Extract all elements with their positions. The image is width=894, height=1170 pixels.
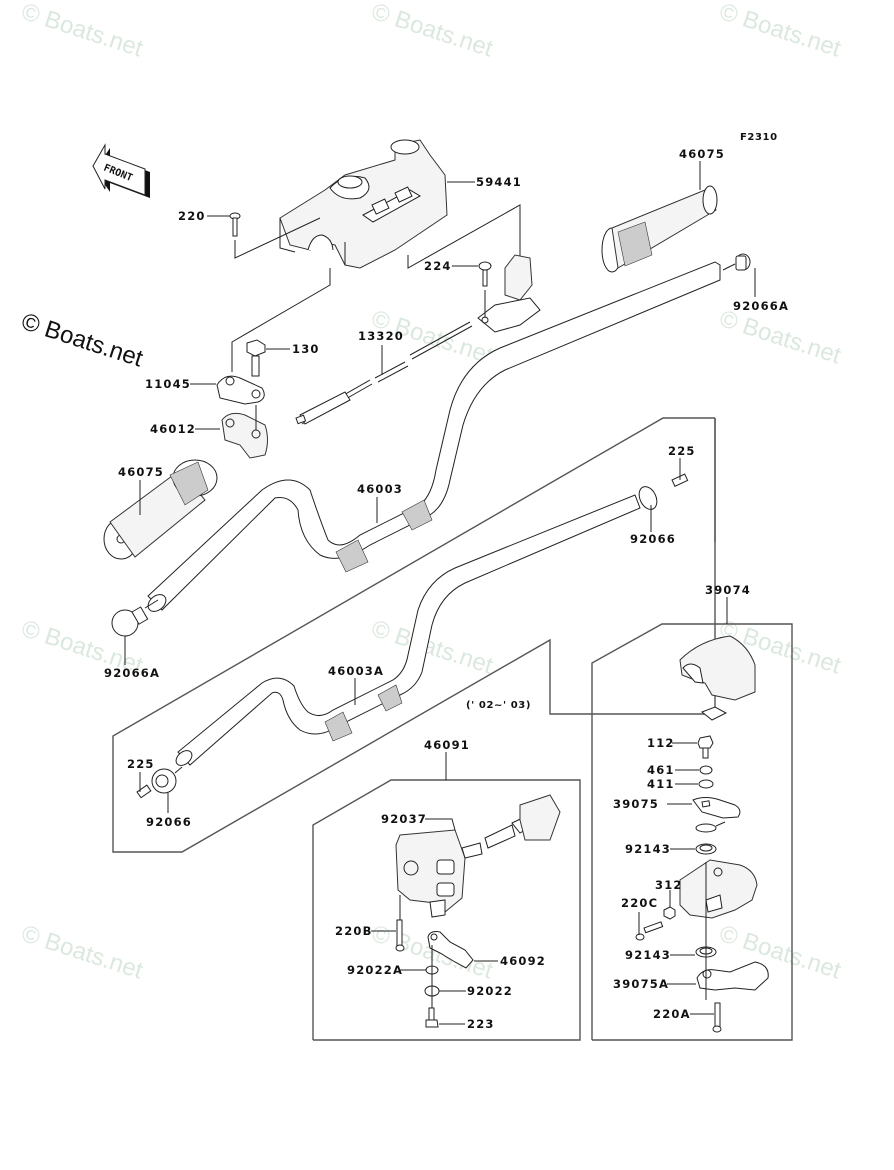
screw-225-upper[interactable] — [671, 473, 689, 488]
part-label-223[interactable]: 223 — [467, 1017, 495, 1031]
screw-220B[interactable] — [395, 919, 405, 952]
plug-right-part[interactable] — [735, 253, 751, 271]
part-label-225-lower[interactable]: 225 — [127, 757, 155, 771]
washer-411[interactable] — [698, 779, 714, 789]
spring-part[interactable] — [695, 821, 726, 833]
part-label-220B[interactable]: 220B — [335, 924, 373, 938]
clip-part[interactable] — [701, 706, 728, 721]
weight-92066-upper[interactable] — [636, 484, 661, 513]
part-label-130[interactable]: 130 — [292, 342, 320, 356]
part-label-92022[interactable]: 92022 — [467, 984, 513, 998]
watermark: © Boats.net — [716, 305, 844, 370]
part-label-46012[interactable]: 46012 — [150, 422, 196, 436]
watermark: © Boats.net — [18, 0, 146, 63]
holder-46012[interactable] — [221, 412, 268, 459]
bolt-223[interactable] — [425, 1007, 439, 1028]
part-label-92022A[interactable]: 92022A — [347, 963, 403, 977]
handlebar-46003A[interactable] — [173, 494, 641, 768]
part-label-92066A-left[interactable]: 92066A — [104, 666, 160, 680]
lever-46092[interactable] — [427, 931, 474, 969]
part-label-46075-right[interactable]: 46075 — [679, 147, 725, 161]
knurl-band — [324, 684, 403, 742]
part-label-92066-lower[interactable]: 92066 — [146, 815, 192, 829]
alt-handlebar-box — [112, 417, 716, 853]
part-label-46003A[interactable]: 46003A — [328, 664, 384, 678]
part-label-220[interactable]: 220 — [178, 209, 206, 223]
lever-39075[interactable] — [692, 797, 741, 819]
nut-312[interactable] — [663, 906, 676, 920]
part-label-92143-upper[interactable]: 92143 — [625, 842, 671, 856]
screw-220[interactable] — [229, 212, 241, 237]
part-label-39074[interactable]: 39074 — [705, 583, 751, 597]
grip-right-part[interactable] — [601, 185, 718, 273]
plate-11045[interactable] — [216, 375, 265, 405]
watermark: © Boats.net — [368, 0, 496, 63]
part-label-220C[interactable]: 220C — [621, 896, 658, 910]
bolt-112[interactable] — [697, 735, 714, 759]
watermark: © Boats.net — [18, 920, 146, 985]
assembly-line — [407, 204, 521, 269]
part-label-461[interactable]: 461 — [647, 763, 675, 777]
part-label-39075A[interactable]: 39075A — [613, 977, 669, 991]
part-label-92143-lower[interactable]: 92143 — [625, 948, 671, 962]
assembly-line — [234, 217, 321, 259]
knurl-band — [335, 499, 433, 573]
watermark: © Boats.net — [716, 0, 844, 63]
screw-220C[interactable] — [635, 921, 664, 941]
part-label-11045[interactable]: 11045 — [145, 377, 191, 391]
lever-39075A[interactable] — [696, 961, 769, 991]
front-arrow-icon: FRONT — [92, 143, 150, 198]
assembly-line — [144, 599, 159, 609]
part-label-59441[interactable]: 59441 — [476, 175, 522, 189]
part-label-92037[interactable]: 92037 — [381, 812, 427, 826]
switch-housing-part[interactable] — [395, 794, 561, 918]
part-label-224[interactable]: 224 — [424, 259, 452, 273]
cover-part[interactable] — [279, 139, 448, 269]
spring-92143-upper[interactable] — [695, 843, 717, 855]
assembly-line — [174, 766, 183, 774]
part-label-39075[interactable]: 39075 — [613, 797, 659, 811]
handlebar-46003[interactable] — [145, 261, 721, 615]
leader-line — [425, 818, 456, 831]
assembly-line — [231, 268, 331, 372]
figure-code: F2310 — [740, 132, 778, 143]
part-label-92066A-right[interactable]: 92066A — [733, 299, 789, 313]
screw-224[interactable] — [478, 261, 492, 287]
year-note: (' 02~' 03) — [466, 700, 531, 711]
part-label-46091[interactable]: 46091 — [424, 738, 470, 752]
cable-part[interactable] — [295, 321, 473, 425]
bolt-130[interactable] — [246, 339, 266, 377]
watermark-prominent: © Boats.net — [18, 308, 146, 373]
part-label-112[interactable]: 112 — [647, 736, 675, 750]
screw-220A[interactable] — [712, 1002, 722, 1033]
grip-left-part[interactable] — [103, 459, 218, 560]
part-label-411[interactable]: 411 — [647, 777, 675, 791]
throttle-housing-part[interactable] — [679, 859, 758, 919]
part-label-13320[interactable]: 13320 — [358, 329, 404, 343]
part-label-46075-left[interactable]: 46075 — [118, 465, 164, 479]
assembly-line — [722, 263, 736, 271]
part-label-225-upper[interactable]: 225 — [668, 444, 696, 458]
part-label-46003[interactable]: 46003 — [357, 482, 403, 496]
plug-left-part[interactable] — [111, 606, 149, 637]
screw-225-lower[interactable] — [136, 784, 152, 799]
washer-461[interactable] — [699, 765, 713, 775]
throttle-cover-part[interactable] — [679, 635, 756, 701]
part-label-312[interactable]: 312 — [655, 878, 683, 892]
part-label-92066-upper[interactable]: 92066 — [630, 532, 676, 546]
brake-switch-part[interactable] — [477, 254, 541, 333]
switch-assy-box — [312, 779, 581, 1041]
weight-92066-lower[interactable] — [151, 768, 177, 794]
part-label-220A[interactable]: 220A — [653, 1007, 691, 1021]
part-label-46092[interactable]: 46092 — [500, 954, 546, 968]
